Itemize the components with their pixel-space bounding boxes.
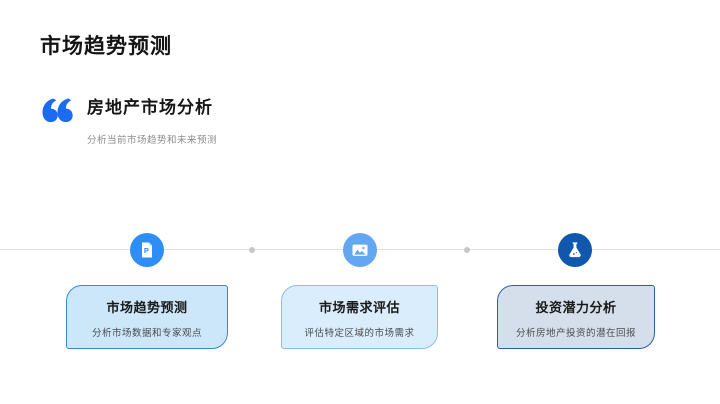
document-p-icon: P bbox=[130, 233, 164, 267]
flask-icon bbox=[558, 233, 592, 267]
quote-subheading: 分析当前市场趋势和未来预测 bbox=[87, 135, 218, 146]
card-title: 市场需求评估 bbox=[318, 300, 400, 315]
quote-block: 房地产市场分析 分析当前市场趋势和未来预测 bbox=[40, 95, 217, 146]
card-description: 评估特定区域的市场需求 bbox=[304, 328, 415, 339]
quote-texts: 房地产市场分析 分析当前市场趋势和未来预测 bbox=[87, 95, 217, 146]
card-investment-potential-analysis[interactable]: 投资潜力分析 分析房地产投资的潜在回报 bbox=[497, 285, 655, 349]
double-quote-icon bbox=[42, 98, 73, 123]
timeline-dot bbox=[249, 247, 255, 253]
quote-heading: 房地产市场分析 bbox=[87, 98, 213, 117]
card-description: 分析房地产投资的潜在回报 bbox=[515, 328, 636, 339]
page-title: 市场趋势预测 bbox=[40, 35, 172, 58]
card-market-trend-forecast[interactable]: 市场趋势预测 分析市场数据和专家观点 bbox=[66, 285, 228, 349]
card-title: 投资潜力分析 bbox=[535, 300, 617, 315]
card-description: 分析市场数据和专家观点 bbox=[91, 328, 202, 339]
svg-text:P: P bbox=[144, 246, 149, 255]
card-title: 市场趋势预测 bbox=[106, 300, 188, 315]
card-market-demand-assessment[interactable]: 市场需求评估 评估特定区域的市场需求 bbox=[281, 285, 438, 349]
timeline-dot bbox=[464, 247, 470, 253]
image-icon bbox=[343, 233, 377, 267]
